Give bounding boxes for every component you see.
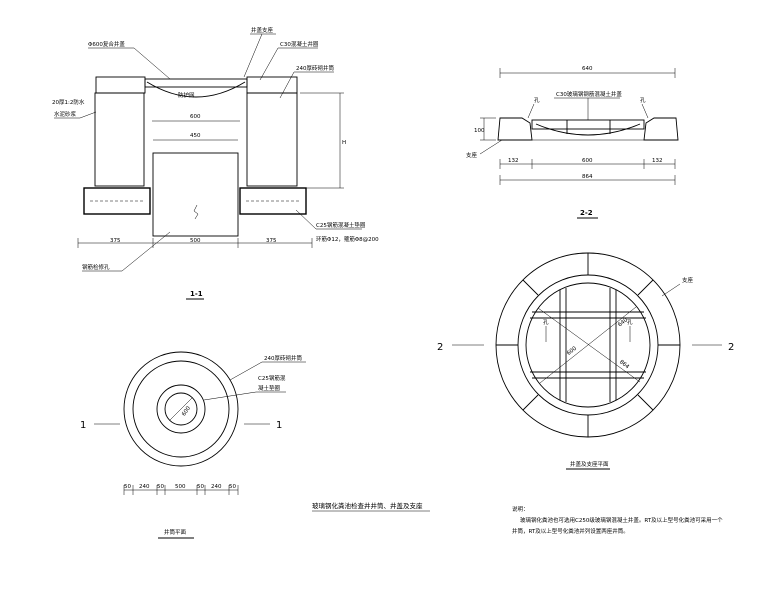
section-1-1-title: 1-1 [190,290,203,298]
plan-dim-a: 50 [124,484,131,490]
label-cover-frame: 井盖支座 [251,26,274,34]
dim-600-2-2: 600 [582,158,593,164]
plan-view-title: 井筒平面 [164,528,187,536]
label-brick-wall: 240厚砖砌井筒 [296,64,334,72]
cover-circle [525,282,651,408]
plan-label-c25: C25钢筋混 [258,374,286,382]
c25-ring-right [239,187,307,215]
dim-375-right: 375 [266,238,277,244]
cut-mark-2-left: 2 [437,342,443,353]
plan-dim-c: 50 [157,484,164,490]
cut-mark-1-right: 1 [276,420,282,431]
dim-132-left: 132 [508,158,519,164]
cover-plan-title: 井盖及支座平面 [570,460,609,468]
plan-dim-600: 600 [181,405,192,417]
guard-net-curve [146,81,246,98]
label-composite-cover: Φ600复合井盖 [88,40,125,48]
plan-view: 600 1 1 240厚砖砌井筒 C25钢筋混 凝土垫圈 50 240 50 5… [80,351,306,539]
label-frame-2-2: 支座 [466,151,478,159]
label-plaster: 20厚1:2防水 [52,98,85,106]
dim-500: 500 [190,238,201,244]
cover-mark-b: 孔 [627,318,633,326]
plan-outer-ring [123,351,239,467]
label-c30-ring: C30混凝土井圈 [280,40,319,48]
c25-ring-left [83,187,151,215]
dim-100: 100 [474,128,485,134]
cover-dim-864: 864 [618,359,630,370]
plan-dim-d: 500 [175,484,186,490]
label-c25-ring: C25钢筋混凝土垫圈 [316,221,366,229]
dim-h: H [342,140,346,146]
brick-wall-left [94,92,145,187]
plan-opening [164,392,198,426]
mark-b-2-2: 孔 [640,96,646,104]
dim-375-left: 375 [110,238,121,244]
cover-ribs [530,288,646,402]
plan-label-c25b: 凝土垫圈 [258,384,281,392]
dim-450-label: 450 [190,133,201,139]
plan-c25-ring [156,384,206,434]
dim-864: 864 [582,174,593,180]
access-pipe [152,152,239,237]
dim-640: 640 [582,66,593,72]
c30-ring-left [95,76,146,94]
label-ring-rebar: 环筋Φ12，箍筋Φ8@200 [316,235,379,243]
dim-132-right: 132 [652,158,663,164]
support-segments [496,253,680,437]
c30-ring-right [246,76,298,94]
drawing-title: 玻璃钢化粪池检查井井筒、井盖及支座 [312,501,423,510]
cover-dim-600: 600 [566,345,578,356]
label-cover-2-2: C30玻璃钢钢筋混凝土井盖 [556,90,622,98]
plan-dim-e: 50 [197,484,204,490]
label-plaster-2: 水泥砂浆 [54,110,77,118]
plan-brick-ring [132,360,230,458]
notes-line-1: 玻璃钢化粪池也可选用C250级玻璃钢混凝土井盖。RT及以上型号化粪池可采用一个 [520,516,723,524]
cover-mark-a: 孔 [543,318,549,326]
plan-dim-g: 50 [229,484,236,490]
notes-line-2: 井筒，RT及以上型号化粪池并列设置两座井筒。 [512,527,629,535]
plan-dim-b: 240 [139,484,150,490]
cover-plan: 600 640 864 孔 孔 支座 2 2 井盖及支座平面 [437,252,734,470]
plan-label-brick: 240厚砖砌井筒 [264,354,302,362]
frame-left [497,117,533,141]
composite-cover [144,78,248,88]
section-1-1: 600 450 375 500 375 H 井盖支座 Φ600复合井盖 C30混… [52,26,379,300]
cut-mark-1-left: 1 [80,420,86,431]
notes-heading: 说明： [512,505,529,513]
brick-wall-right [246,92,298,187]
mark-a-2-2: 孔 [534,96,540,104]
cut-mark-2-right: 2 [728,342,734,353]
dim-600-label: 600 [190,114,201,120]
section-2-2: 640 C30玻璃钢钢筋混凝土井盖 孔 孔 100 支座 132 600 132… [466,66,679,219]
label-support-edge: 支座 [682,276,694,284]
cover-dim-640: 640 [617,317,629,328]
cover-slab [531,119,645,130]
plan-dim-f: 240 [211,484,222,490]
label-access-pipe: 钢筋检修孔 [82,263,110,271]
label-guard-net: 防护网 [178,91,195,99]
frame-right [643,117,679,141]
section-2-2-title: 2-2 [580,209,593,217]
